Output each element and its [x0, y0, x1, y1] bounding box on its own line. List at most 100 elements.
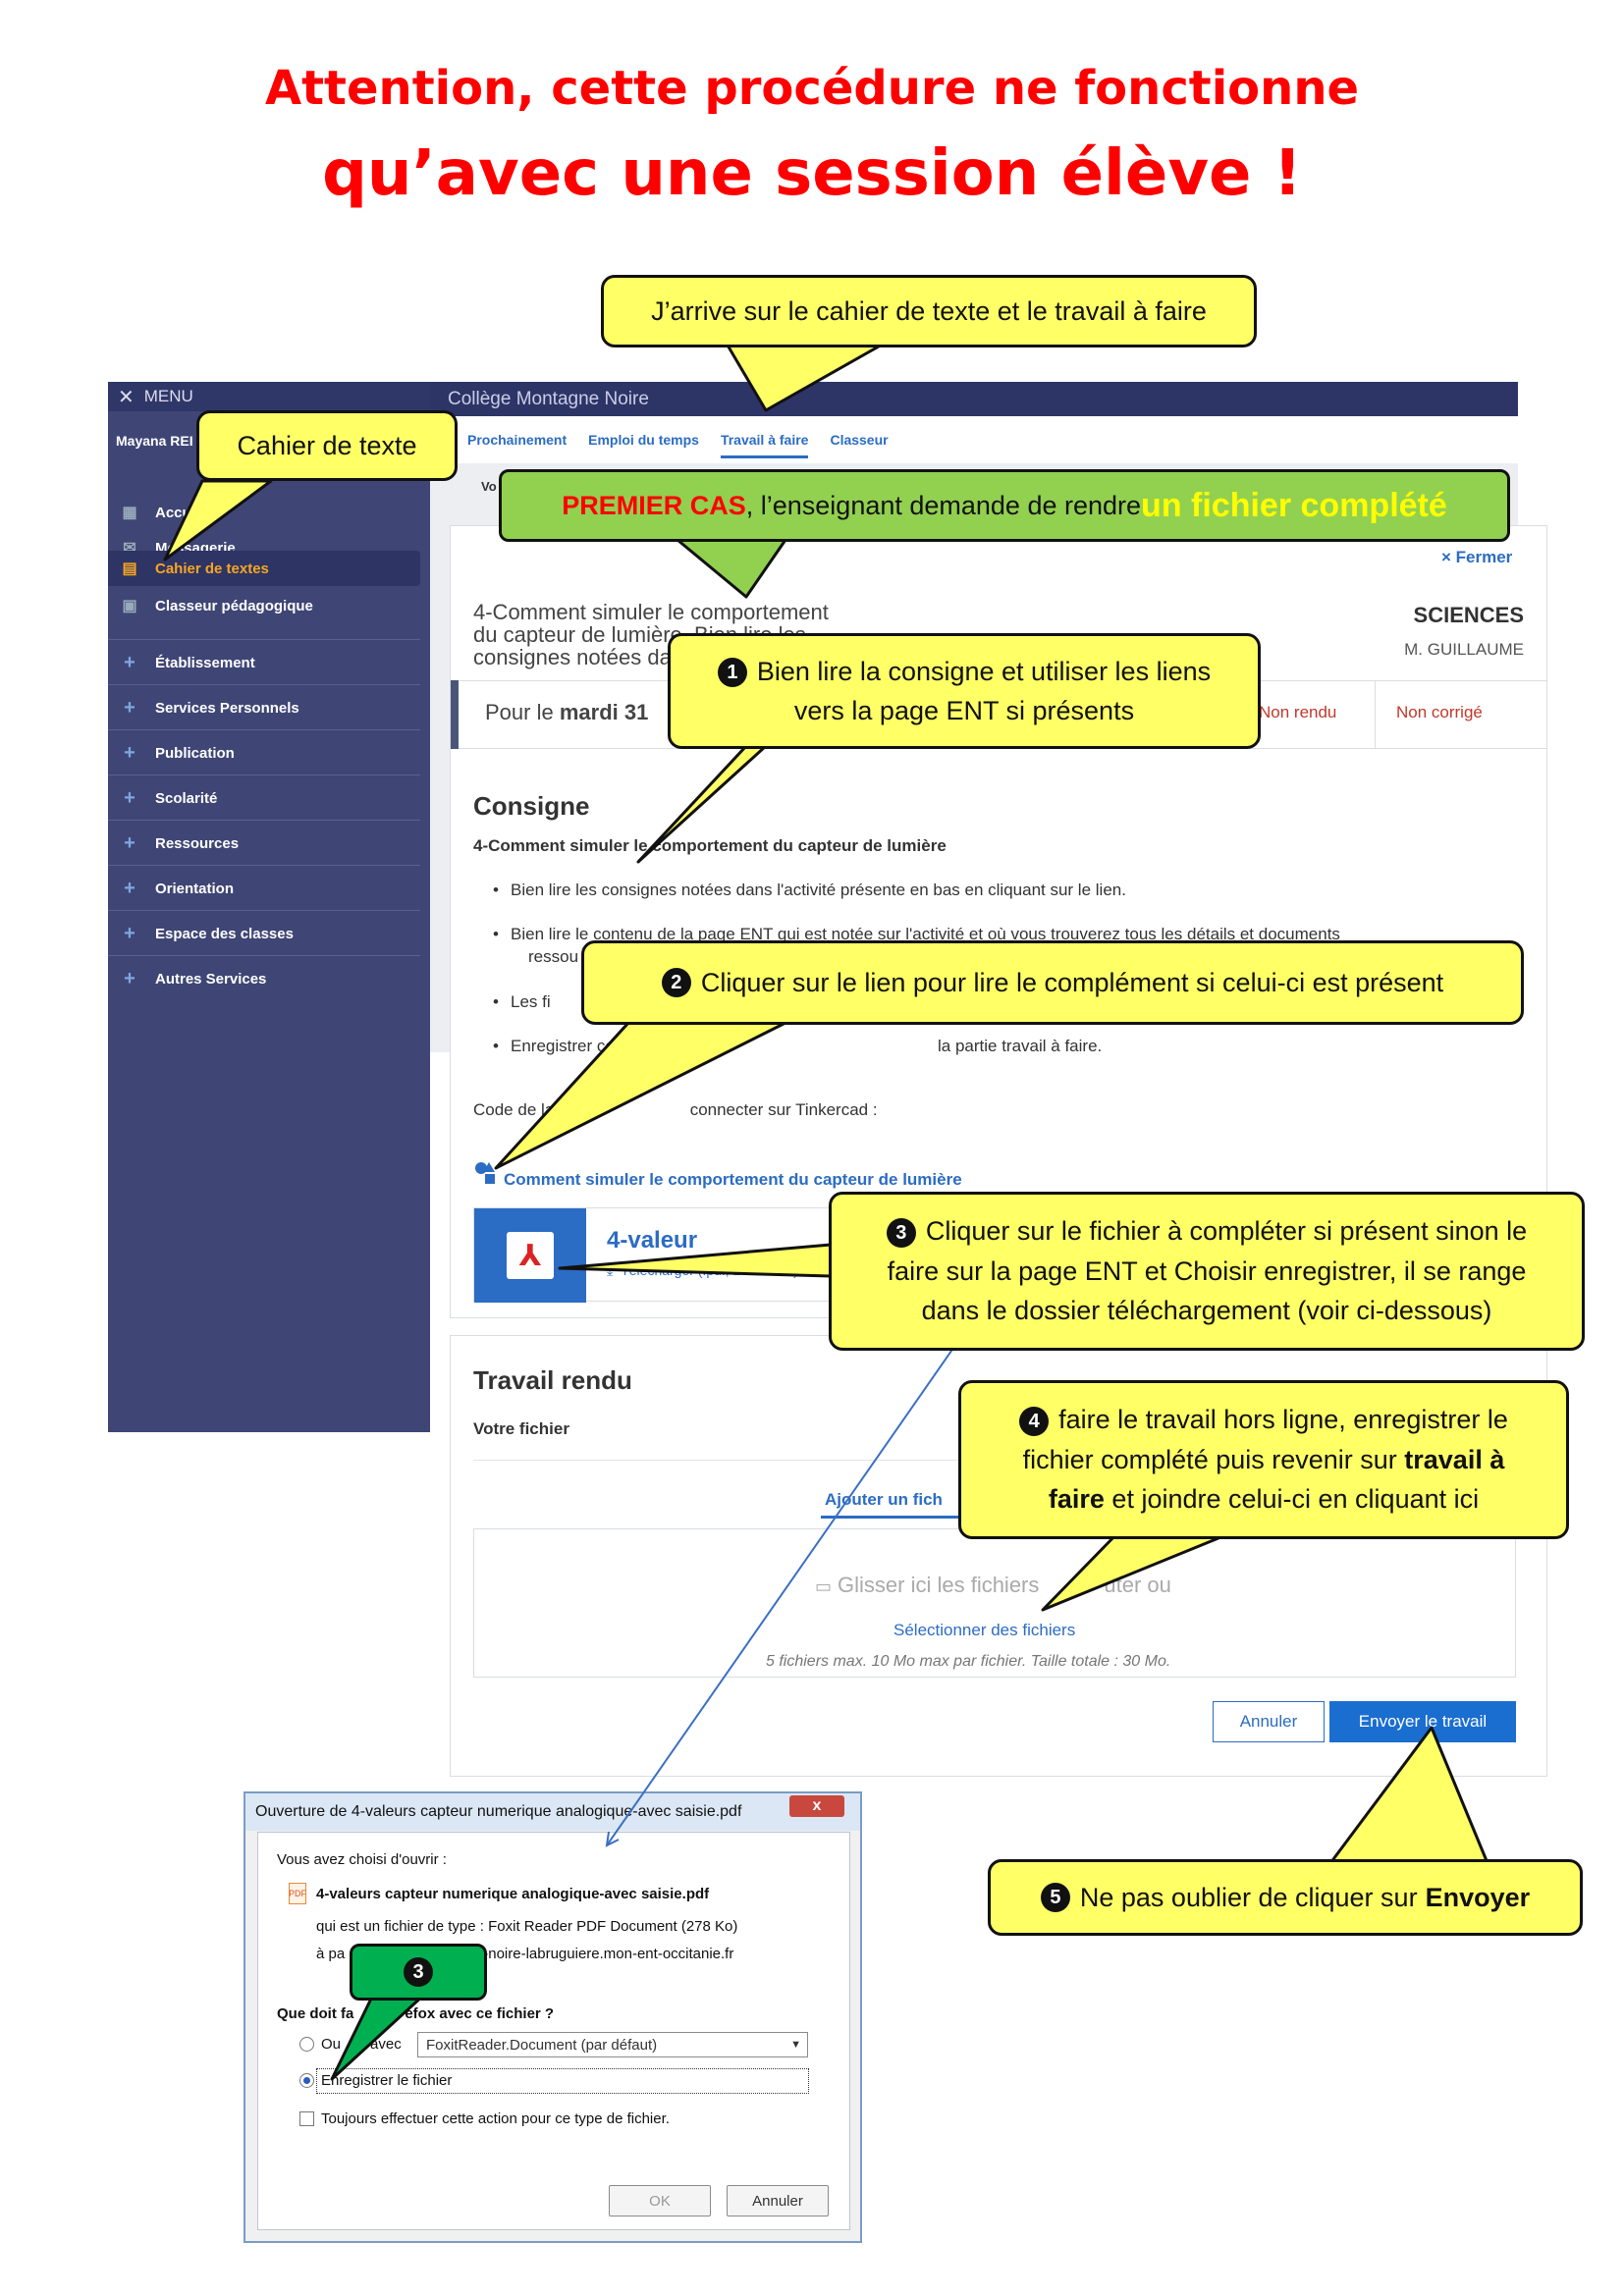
warning-title-line1: Attention, cette procédure ne fonctionne — [264, 61, 1360, 116]
open-with-b: avec — [370, 2036, 402, 2053]
sidebar-divider — [108, 955, 420, 956]
type-value: Foxit Reader PDF Document (278 Ko) — [488, 1918, 738, 1935]
plus-icon: + — [124, 922, 135, 944]
dialog-title: Ouverture de 4-valeurs capteur numerique… — [245, 1793, 860, 1831]
pdf-file-icon: PDF — [289, 1883, 306, 1904]
sidebar-divider — [108, 820, 420, 821]
tab-emploi-du-temps[interactable]: Emploi du temps — [588, 432, 699, 448]
always-checkbox[interactable] — [299, 2111, 314, 2126]
question-b: efox avec ce fichier ? — [405, 2005, 555, 2022]
book-icon: ▤ — [122, 561, 137, 577]
sidebar-item-ressources[interactable]: +Ressources — [108, 825, 420, 862]
sidebar-item-accueil[interactable]: ▦ Accueil — [108, 494, 420, 531]
sidebar-item-espace-des-classes[interactable]: +Espace des classes — [108, 915, 420, 952]
plus-icon: + — [124, 877, 135, 899]
cancel-button[interactable]: Annuler — [1213, 1701, 1325, 1742]
file-name[interactable]: 4-valeur — [607, 1227, 698, 1254]
sidebar-item-etablissement[interactable]: +Établissement — [108, 644, 420, 681]
menu-toggle[interactable]: ✕ MENU — [108, 382, 430, 411]
open-with-radio[interactable] — [299, 2037, 314, 2052]
due-date: Pour le mardi 31 — [485, 700, 648, 725]
premier-cas-highlight: un fichier complété — [1141, 486, 1447, 524]
sidebar-item-services-personnels[interactable]: + Services Personnels — [108, 689, 420, 726]
sidebar-item-publication[interactable]: +Publication — [108, 734, 420, 772]
sub-tab[interactable]: Vo — [481, 479, 497, 494]
tab-prochainement[interactable]: Prochainement — [467, 432, 568, 448]
close-icon[interactable]: ✕ — [118, 386, 135, 408]
sidebar-item-autres-services[interactable]: + Autres Services — [108, 960, 420, 997]
folder-icon: ▣ — [122, 598, 137, 614]
step-number: 1 — [717, 658, 747, 688]
menu-label: MENU — [143, 387, 193, 405]
sidebar: ✕ MENU Mayana REI ▦ Accueil ✉ Messagerie… — [108, 382, 430, 1432]
sidebar-item-scolarite[interactable]: +Scolarité — [108, 779, 420, 817]
callout-arrive: J’arrive sur le cahier de texte et le tr… — [601, 275, 1257, 347]
sidebar-divider — [108, 684, 420, 685]
plus-icon: + — [124, 967, 135, 989]
step-number: 2 — [661, 968, 691, 997]
app-select[interactable]: FoxitReader.Document (par défaut) ▼ — [417, 2032, 808, 2057]
dialog-close-button[interactable]: x — [789, 1795, 844, 1817]
file-download-link[interactable]: ⤓Télécharger (.pdf, 285.12 ko) — [607, 1262, 798, 1279]
sidebar-item-cahier-de-textes[interactable]: ▤ Cahier de textes — [108, 551, 420, 586]
sidebar-divider — [108, 729, 420, 730]
chevron-down-icon: ▼ — [790, 2039, 801, 2051]
app-select-value: FoxitReader.Document (par défaut) — [426, 2036, 658, 2054]
callout-text: faire sur la page ENT et Choisir enregis… — [887, 1255, 1527, 1286]
sidebar-item-label: Ressources — [155, 834, 240, 852]
plus-icon: + — [124, 651, 135, 673]
sidebar-item-label: Accueil — [155, 504, 208, 521]
consigne-bullet: Enregistrer ces fichiers — [493, 1037, 680, 1056]
step-number: 3 — [404, 1957, 433, 1987]
close-link[interactable]: × Fermer — [1441, 548, 1513, 566]
sidebar-item-classeur[interactable]: ▣ Classeur pédagogique — [108, 587, 420, 624]
callout-text: Ne pas oublier de cliquer sur — [1079, 1882, 1418, 1912]
sidebar-item-orientation[interactable]: + Orientation — [108, 870, 420, 907]
step-number: 5 — [1040, 1883, 1070, 1912]
sidebar-item-label: Scolarité — [155, 789, 218, 807]
tab-underline — [821, 1516, 968, 1519]
teacher-name: M. GUILLAUME — [1404, 640, 1524, 659]
step-number: 4 — [1019, 1407, 1050, 1437]
send-work-button[interactable]: Envoyer le travail — [1329, 1701, 1516, 1742]
due-day: mardi 31 — [559, 700, 649, 724]
consigne-bullet: Bien lire le contenu de la page ENT qui … — [493, 925, 1340, 944]
callout-green-3: 3 — [350, 1944, 487, 2001]
dialog-cancel-button[interactable]: Annuler — [727, 2185, 829, 2216]
close-label: Fermer — [1455, 548, 1513, 566]
user-name: Mayana REI — [116, 433, 193, 449]
select-files-link[interactable]: Sélectionner des fichiers — [893, 1621, 1076, 1639]
plus-icon: + — [124, 696, 135, 719]
callout-text: et joindre celui-ci en cliquant ici — [1104, 1484, 1480, 1515]
tab-classeur[interactable]: Classeur — [830, 432, 889, 448]
code-line-start: Code de la cla — [473, 1100, 580, 1119]
tab-add-file[interactable]: Ajouter un fich — [825, 1490, 943, 1509]
activity-link[interactable]: Comment simuler le comportement du capte… — [504, 1170, 962, 1189]
status-corrige: Non corrigé — [1396, 703, 1483, 721]
dialog-type-line: qui est un fichier de type : Foxit Reade… — [316, 1918, 737, 1935]
save-file-radio[interactable] — [299, 2073, 314, 2088]
ok-button[interactable]: OK — [609, 2185, 711, 2216]
save-file-label[interactable]: Enregistrer le fichier — [321, 2072, 453, 2089]
link-shapes-icon[interactable] — [473, 1160, 499, 1186]
always-label: Toujours effectuer cette action pour ce … — [321, 2110, 670, 2127]
sidebar-divider — [108, 910, 420, 911]
code-line-end: connecter sur Tinkercad : — [689, 1100, 878, 1119]
sidebar-item-label: Services Personnels — [155, 699, 299, 717]
sidebar-item-label: Publication — [155, 744, 235, 762]
tab-travail-a-faire[interactable]: Travail à faire — [720, 432, 809, 458]
sidebar-item-label: Autres Services — [155, 970, 267, 988]
travail-rendu-heading: Travail rendu — [473, 1365, 632, 1395]
sidebar-item-label: Orientation — [155, 880, 235, 897]
consigne-bullet: Bien lire les consignes notées dans l'ac… — [493, 881, 1126, 900]
warning-title-line2: qu’avec une session élève ! — [322, 137, 1302, 210]
callout-text: Cliquer sur le fichier à compléter si pr… — [925, 1216, 1528, 1247]
